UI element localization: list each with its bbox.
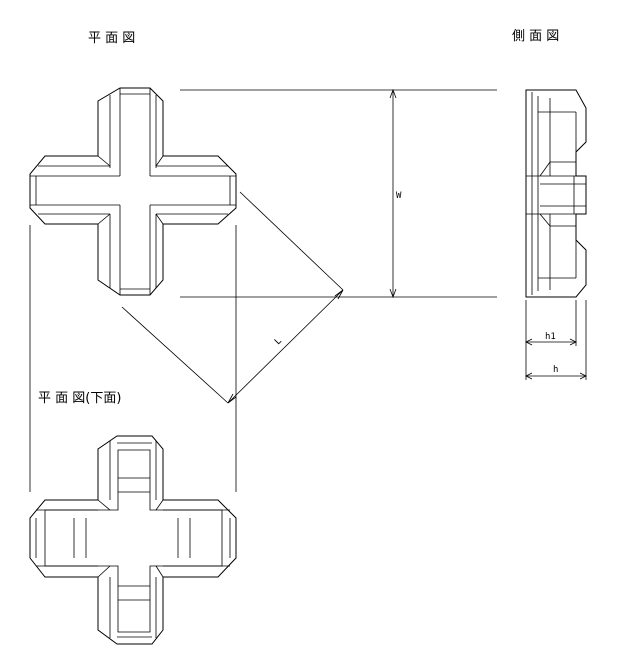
length-dimension: L xyxy=(121,191,344,404)
side-view-title: 側 面 図 xyxy=(512,29,559,44)
width-label: W xyxy=(396,191,402,201)
plan-view xyxy=(29,87,237,296)
height-label: h xyxy=(553,365,558,375)
side-view xyxy=(525,89,587,298)
length-label: L xyxy=(273,336,284,347)
projection-lines xyxy=(29,225,237,492)
plan-view-title: 平 面 図 xyxy=(88,31,135,46)
bottom-view xyxy=(29,435,237,645)
h1-label: h1 xyxy=(545,332,556,342)
bottom-view-title: 平 面 図(下面) xyxy=(38,391,121,406)
width-dimension: W xyxy=(180,88,497,299)
height-dimensions: h1 h xyxy=(525,300,587,380)
